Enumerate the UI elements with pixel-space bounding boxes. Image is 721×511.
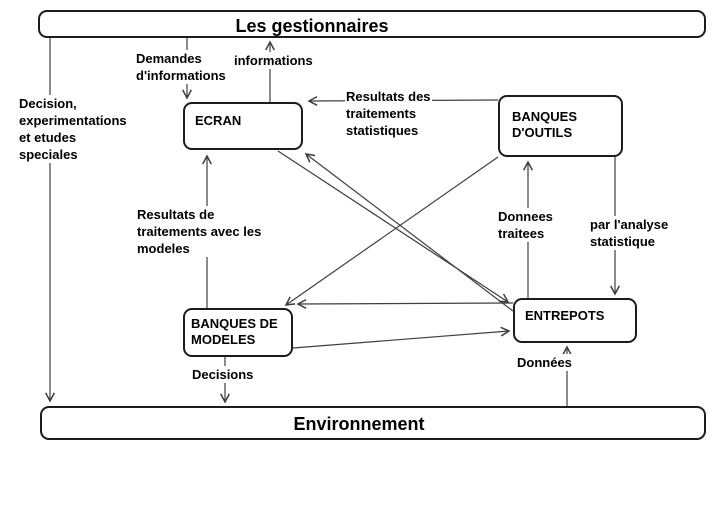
node-les-gestionnaires: Les gestionnaires	[38, 10, 706, 38]
edge-label-donnees-traitees: Donnees traitees	[497, 208, 554, 242]
node-banques-outils-label: BANQUES D'OUTILS	[512, 109, 578, 140]
edge-label-donnees: Données	[516, 354, 573, 371]
edge-label-decisions: Decisions	[191, 366, 255, 383]
node-entrepots-label: ENTREPOTS	[525, 308, 605, 323]
edge-entrepots-to-modeles-arrow	[296, 298, 514, 309]
edge-label-resultats-statistiques: Resultats des traitements statistiques	[345, 88, 432, 139]
node-environnement: Environnement	[40, 406, 706, 440]
edge-modeles-to-entrepots-arrow	[292, 326, 511, 349]
node-banques-modeles: BANQUES DE MODELES	[183, 308, 293, 357]
node-entrepots: ENTREPOTS	[513, 298, 637, 343]
edge-label-resultats-modeles: Resultats de traitements avec les modele…	[136, 206, 263, 257]
edge-entrepots-to-ecran-arrow	[304, 153, 514, 312]
edge-outils-to-modeles-arrow	[284, 156, 499, 306]
node-les-gestionnaires-label: Les gestionnaires	[235, 16, 389, 36]
node-banques-modeles-label: BANQUES DE MODELES	[191, 316, 278, 347]
node-ecran: ECRAN	[183, 102, 303, 150]
node-environnement-label: Environnement	[293, 414, 425, 434]
edge-label-analyse-statistique: par l'analyse statistique	[589, 216, 670, 250]
edge-label-decision-experimentations: Decision, experimentations et etudes spe…	[18, 95, 128, 163]
edge-label-demandes-informations: Demandes d'informations	[135, 50, 227, 84]
edge-label-informations: informations	[233, 52, 314, 69]
edge-ecran-to-entrepots-arrow	[277, 150, 510, 303]
node-ecran-label: ECRAN	[195, 113, 242, 128]
node-banques-outils: BANQUES D'OUTILS	[498, 95, 623, 157]
